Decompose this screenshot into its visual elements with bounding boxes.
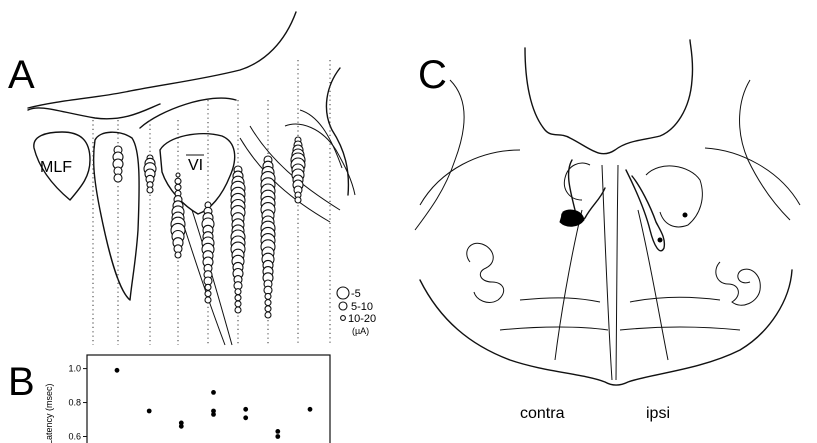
y-tick-label: 0.8 bbox=[68, 398, 81, 408]
panel-c-letter: C bbox=[418, 53, 447, 97]
stimulation-site-circle bbox=[175, 178, 181, 184]
legend-unit: (µA) bbox=[352, 326, 369, 336]
latency-point bbox=[147, 409, 152, 414]
latency-point bbox=[275, 434, 280, 439]
right-cerebellar-curve bbox=[705, 148, 800, 205]
legend-circle-medium bbox=[339, 302, 347, 310]
latency-point bbox=[115, 368, 120, 373]
stimulation-site-circle bbox=[175, 184, 181, 190]
stimulation-site-circle bbox=[205, 291, 211, 297]
legend-label-1: -5 bbox=[351, 288, 361, 300]
stimulation-sites bbox=[113, 137, 305, 318]
legend-label-3: 10-20 bbox=[348, 313, 376, 325]
panel-b-letter: B bbox=[8, 360, 35, 404]
latency-point bbox=[308, 407, 313, 412]
right-upper-fold bbox=[740, 80, 790, 220]
stimulation-site-circle bbox=[265, 300, 271, 306]
ventricle-upper-curve bbox=[140, 98, 236, 128]
latency-plot: 1.0 0.8 0.6 bbox=[68, 355, 330, 443]
ipsi-label: ipsi bbox=[646, 405, 670, 422]
mlf-label: MLF bbox=[40, 159, 72, 176]
legend-label-2: 5-10 bbox=[351, 301, 373, 313]
stimulation-site-circle bbox=[235, 301, 241, 307]
latency-point bbox=[179, 424, 184, 429]
y-tick-label: 1.0 bbox=[68, 364, 81, 374]
y-ticks: 1.0 0.8 0.6 bbox=[68, 364, 87, 442]
stimulation-site-circle bbox=[235, 295, 241, 301]
right-olive-squiggle bbox=[716, 262, 760, 305]
fiber-line-4 bbox=[240, 138, 330, 222]
stimulation-site-circle bbox=[114, 174, 122, 182]
stimulation-site-circle bbox=[295, 197, 301, 203]
stimulation-site-circle bbox=[265, 306, 271, 312]
stimulation-site-circle bbox=[147, 187, 153, 193]
electrode-tracks bbox=[93, 60, 330, 345]
data-points bbox=[115, 368, 313, 439]
latency-point bbox=[243, 415, 248, 420]
horizontal-line-1 bbox=[520, 298, 600, 302]
labeled-cluster bbox=[560, 210, 584, 226]
stimulation-site-circle bbox=[176, 173, 180, 177]
panel-a: A MLF VI bbox=[8, 12, 376, 345]
latency-point bbox=[275, 429, 280, 434]
fan-line-1 bbox=[555, 210, 582, 360]
ventricle-left-curve bbox=[28, 104, 160, 119]
panel-b: B Latency (msec) 1.0 0.8 0.6 bbox=[8, 355, 330, 443]
panel-c: C contra ipsi bbox=[415, 40, 800, 422]
latency-point bbox=[211, 390, 216, 395]
fan-line-2 bbox=[638, 210, 668, 360]
stimulation-site-circle bbox=[175, 252, 181, 258]
left-nucleus-outline bbox=[564, 163, 590, 200]
stimulation-site-circle bbox=[235, 289, 241, 295]
stimulation-site-circle bbox=[235, 307, 241, 313]
legend-circle-small bbox=[341, 316, 346, 321]
midline-right bbox=[616, 165, 618, 380]
plot-frame bbox=[87, 355, 330, 443]
stimulation-site-circle bbox=[265, 293, 271, 299]
contra-label: contra bbox=[520, 405, 565, 422]
stimulation-site-circle bbox=[265, 312, 271, 318]
right-tract-curve-2 bbox=[300, 110, 342, 168]
midline-left bbox=[602, 165, 612, 380]
nucleus-label: VI bbox=[188, 157, 203, 174]
panel-a-letter: A bbox=[8, 53, 35, 97]
ventricle-outline bbox=[525, 40, 693, 154]
left-cerebellar-curve bbox=[420, 150, 520, 205]
current-legend: -5 5-10 10-20 (µA) bbox=[337, 287, 376, 336]
panel-b-ylabel: Latency (msec) bbox=[44, 383, 54, 443]
legend-circle-large bbox=[337, 287, 349, 299]
y-tick-label: 0.6 bbox=[68, 432, 81, 442]
left-upper-fold bbox=[415, 80, 464, 230]
marked-cell-2 bbox=[658, 238, 663, 243]
latency-point bbox=[211, 412, 216, 417]
horizontal-line-2 bbox=[630, 297, 720, 302]
marked-cell-1 bbox=[683, 213, 688, 218]
ventricle-floor-outline bbox=[28, 12, 296, 108]
horizontal-line-3 bbox=[500, 327, 608, 330]
horizontal-line-4 bbox=[620, 327, 740, 330]
stimulation-site-circle bbox=[205, 284, 211, 290]
latency-point bbox=[243, 407, 248, 412]
stimulation-site-circle bbox=[205, 297, 211, 303]
left-olive-squiggle bbox=[467, 243, 504, 302]
